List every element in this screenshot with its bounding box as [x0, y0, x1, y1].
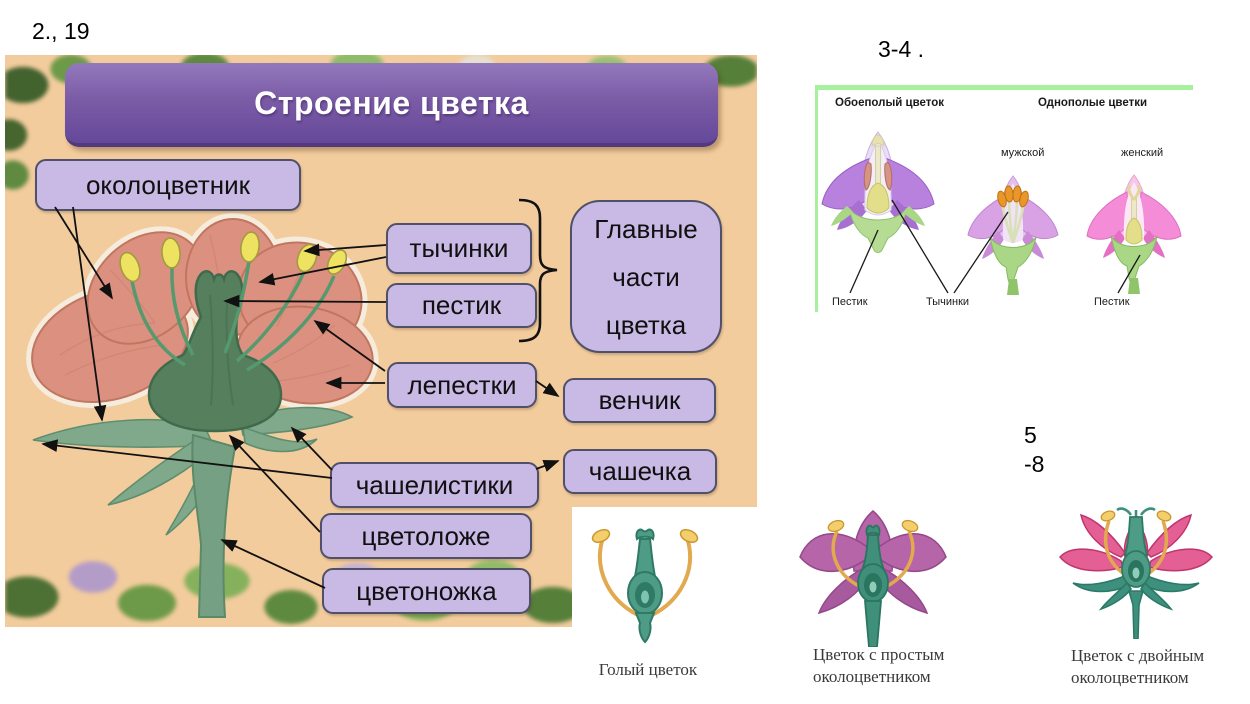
label-pistil: пестик: [386, 283, 537, 328]
male-label: мужской: [1001, 147, 1045, 159]
naked-flower-diagram: [591, 528, 699, 644]
stamens-label: Тычинки: [926, 296, 970, 308]
simple-perianth-caption: Цветок с простым околоцветником: [813, 644, 963, 688]
double-caption-line2: околоцветником: [1071, 668, 1189, 687]
naked-flower-caption: Голый цветок: [598, 660, 698, 679]
label-stamens: тычинки: [386, 223, 532, 274]
unisexual-heading: Однополые цветки: [1038, 97, 1148, 109]
label-receptacle: цветоложе: [320, 513, 532, 559]
sex-panel-pointer-lines: [849, 199, 1141, 294]
female-label: женский: [1121, 147, 1164, 159]
label-pedicel: цветоножка: [322, 568, 531, 614]
pistil: [147, 270, 283, 433]
label-corolla: венчик: [563, 378, 716, 423]
note-line-1: 5: [1024, 422, 1037, 448]
slide-title-bar: Строение цветка: [65, 63, 718, 147]
simple-caption-line1: Цветок с простым: [813, 645, 945, 664]
note-top-right: 3-4 .: [878, 36, 925, 62]
bisexual-heading: Обоеполый цветок: [835, 97, 945, 109]
simple-perianth-flower-diagram: [799, 510, 947, 647]
pistil-left-label: Пестик: [832, 296, 868, 308]
label-main-parts: Главные части цветка: [570, 200, 722, 353]
flower-sex-panel: Обоеполый цветок Однополые цветки мужско…: [815, 85, 1193, 312]
slide-title: Строение цветка: [254, 84, 529, 121]
slide-flower-structure: Строение цветка околоцветник тычинки пес…: [5, 55, 757, 627]
pistil-right-label: Пестик: [1094, 296, 1130, 308]
stem: [191, 433, 237, 618]
label-petals: лепестки: [387, 362, 537, 408]
note-top-left: 2., 19: [32, 18, 90, 44]
note-mid-right: 5-8: [1024, 421, 1044, 479]
male-flower-diagram: [967, 175, 1059, 295]
label-calyx: чашечка: [563, 449, 717, 494]
simple-caption-line2: околоцветником: [813, 667, 931, 686]
female-flower-diagram: [1086, 174, 1182, 294]
double-perianth-flower-diagram: [1059, 507, 1213, 639]
double-perianth-caption: Цветок с двойным околоцветником: [1071, 645, 1221, 689]
note-line-2: -8: [1024, 451, 1045, 477]
label-sepals: чашелистики: [330, 462, 539, 508]
label-perianth: околоцветник: [35, 159, 301, 211]
double-caption-line1: Цветок с двойным: [1071, 646, 1205, 665]
